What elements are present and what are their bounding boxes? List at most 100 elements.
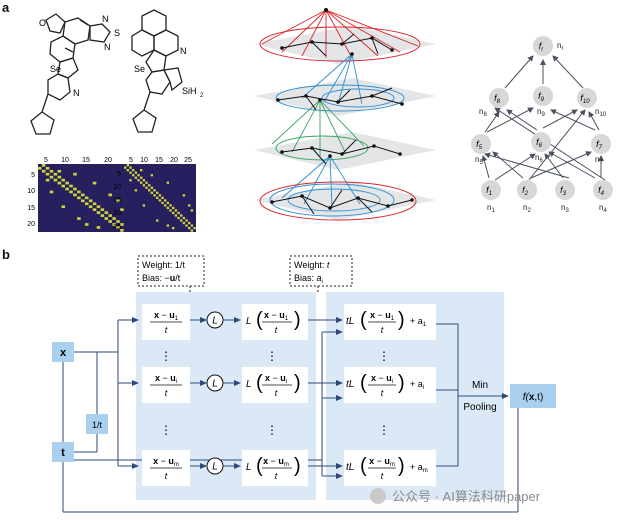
vdots-col1-a: ⋮ xyxy=(160,349,172,363)
matrix-cell xyxy=(57,181,62,185)
paren-open: ( xyxy=(360,372,367,394)
matrix-cell xyxy=(57,175,62,179)
watermark: 公众号 · AI算法科研paper xyxy=(370,486,540,505)
matrix2-xtick: 5 xyxy=(129,157,133,164)
activation-label: L xyxy=(212,316,218,327)
min-pooling-label-2: Pooling xyxy=(463,402,496,413)
matrix2-ytick: 10 xyxy=(113,184,121,191)
matrix-cell xyxy=(182,194,186,197)
matrix-cell xyxy=(188,221,191,225)
matrix-cell xyxy=(145,186,148,189)
activated-denominator: t xyxy=(275,325,278,335)
mol1-atom-se: Se xyxy=(50,64,61,74)
matrix-cell xyxy=(185,224,188,227)
matrix-cell xyxy=(172,206,175,210)
matrix-cell xyxy=(142,179,146,182)
tree-n-1: n1 xyxy=(487,203,495,214)
matrix-cell xyxy=(137,179,140,182)
matrix-cell xyxy=(116,199,120,203)
paren-close: ) xyxy=(294,309,301,331)
tree-label-f4: f4 xyxy=(598,185,605,197)
inverse-t-box xyxy=(86,414,108,434)
scaled-numerator: x − um xyxy=(369,456,395,468)
tree-node-f10 xyxy=(577,88,597,108)
matrix-cell xyxy=(140,176,143,179)
matrix-cell xyxy=(156,191,159,194)
matrix-cell xyxy=(166,181,170,184)
paren-open: ( xyxy=(256,372,263,394)
matrix-cell xyxy=(104,211,109,214)
tree-n-10: n10 xyxy=(595,107,607,118)
matrix-cell xyxy=(190,224,194,227)
matrix-cell xyxy=(177,211,180,215)
activated-numerator: x − ui xyxy=(265,373,287,385)
paren-open: ( xyxy=(256,309,263,331)
matrix-cell xyxy=(65,187,69,191)
paren-close: ) xyxy=(294,372,301,394)
matrix-cell xyxy=(132,169,135,172)
matrix-cell xyxy=(185,219,188,222)
tree-node-f4 xyxy=(593,180,613,200)
matrix1-ytick: 10 xyxy=(27,188,35,195)
vdots-col1-b: ⋮ xyxy=(160,423,172,437)
matrix-cell xyxy=(49,190,54,194)
tree-n-2: n2 xyxy=(523,203,531,214)
box1-line1: Weight: 1/t xyxy=(142,260,185,270)
matrix-cell xyxy=(49,169,54,173)
matrix-cell xyxy=(140,169,143,172)
matrix-cell xyxy=(96,211,101,214)
scaled-numerator: x − ui xyxy=(371,373,393,385)
mol2-atom-se: Se xyxy=(134,64,145,74)
paren-close: ) xyxy=(398,372,405,394)
bias-term: + am xyxy=(410,462,428,474)
matrix-cell xyxy=(188,226,191,230)
tree-n-7: n7 xyxy=(595,155,603,166)
matrix-cell xyxy=(166,201,170,205)
matrix-cell xyxy=(84,223,89,226)
tree-node-f1 xyxy=(481,180,501,200)
matrix-cell xyxy=(158,199,162,202)
watermark-text: 公众号 · AI算法科研paper xyxy=(392,489,541,504)
fraction-denominator: t xyxy=(165,388,168,398)
inverse-t-label: 1/t xyxy=(92,420,103,430)
tree-node-f9 xyxy=(533,86,553,106)
matrix2-xtick: 25 xyxy=(184,157,192,164)
activated-numerator: x − um xyxy=(263,456,289,468)
vdots-col3-a: ⋮ xyxy=(378,349,390,363)
matrix-cell xyxy=(134,171,138,174)
matrix-cell xyxy=(88,205,93,209)
weight-bias-box-2 xyxy=(289,255,353,287)
matrix-cell xyxy=(96,205,101,209)
matrix-cell xyxy=(153,194,156,197)
matrix1-xtick: 10 xyxy=(61,157,69,164)
matrix2-ytick: 5 xyxy=(117,171,121,178)
tree-label-f10: f10 xyxy=(580,93,590,105)
matrix-cell xyxy=(41,169,46,173)
matrix-cell xyxy=(142,204,146,207)
matrix-cell xyxy=(148,189,151,192)
matrix-cell xyxy=(180,219,183,222)
matrix-cell xyxy=(77,190,81,194)
activation-label: L xyxy=(212,462,218,473)
panel-a-label: a xyxy=(2,0,10,15)
matrix-cell xyxy=(96,226,101,229)
scaled-cell-tL: tL xyxy=(346,462,354,473)
matrix-cell xyxy=(156,196,159,200)
tree-node-top xyxy=(533,36,553,56)
matrix-cell xyxy=(45,178,50,182)
mol1-atom-o: O xyxy=(39,18,46,28)
matrix2-ytick: 25 xyxy=(113,224,121,231)
mol1-atom-n3: N xyxy=(104,42,111,52)
matrix-cell xyxy=(120,229,124,232)
matrix-cell xyxy=(174,209,178,212)
matrix-cell xyxy=(112,217,116,220)
scaled-numerator: x − u1 xyxy=(370,310,395,322)
matrix-cell xyxy=(126,164,130,167)
matrix-cell xyxy=(129,171,132,174)
matrix-1-background xyxy=(38,164,128,232)
tree-node-f6 xyxy=(531,132,551,152)
matrix-cell xyxy=(156,219,159,222)
matrix-cell xyxy=(92,202,97,206)
matrix-cell xyxy=(61,184,65,188)
